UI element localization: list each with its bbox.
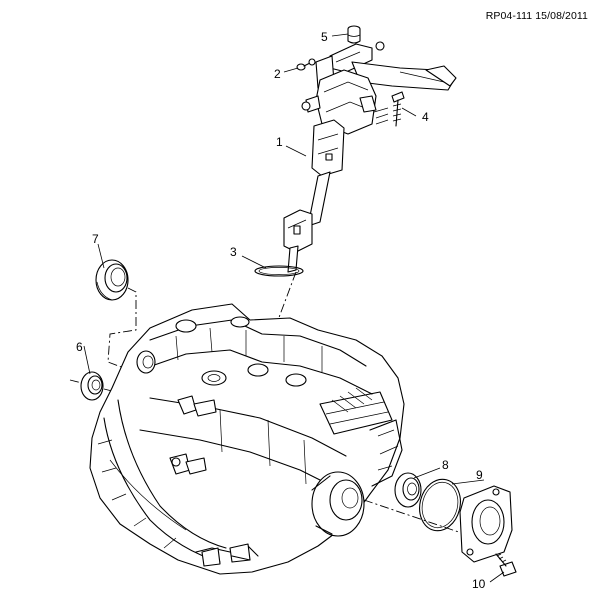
callout-4: 4 xyxy=(422,110,429,124)
callout-2: 2 xyxy=(274,67,281,81)
assembly-axis-seal-7 xyxy=(107,287,137,369)
callout-3: 3 xyxy=(230,245,237,259)
callout-9: 9 xyxy=(476,468,483,482)
transmission-case xyxy=(89,303,405,575)
output-flange xyxy=(459,485,513,563)
part-8-oil-seal xyxy=(394,472,422,508)
callout-7: 7 xyxy=(92,232,99,246)
part-10-bolt xyxy=(495,553,517,577)
callout-8: 8 xyxy=(442,458,449,472)
part-1-selector-assembly xyxy=(283,41,457,273)
callout-leaders xyxy=(83,33,505,583)
assembly-axis-seal-6a xyxy=(69,379,83,384)
callout-1: 1 xyxy=(276,135,283,149)
callout-6: 6 xyxy=(76,340,83,354)
drawing-reference: RP04-111 15/08/2011 xyxy=(485,10,588,22)
part-6-oil-seal xyxy=(80,371,104,401)
part-9-o-ring xyxy=(419,478,461,532)
callout-5: 5 xyxy=(321,30,328,44)
part-7-oil-seal xyxy=(95,259,129,301)
part-5-cap xyxy=(347,25,361,44)
part-3-gasket xyxy=(254,265,304,277)
part-4-bolt-spring xyxy=(373,91,405,127)
callout-10: 10 xyxy=(472,577,486,591)
